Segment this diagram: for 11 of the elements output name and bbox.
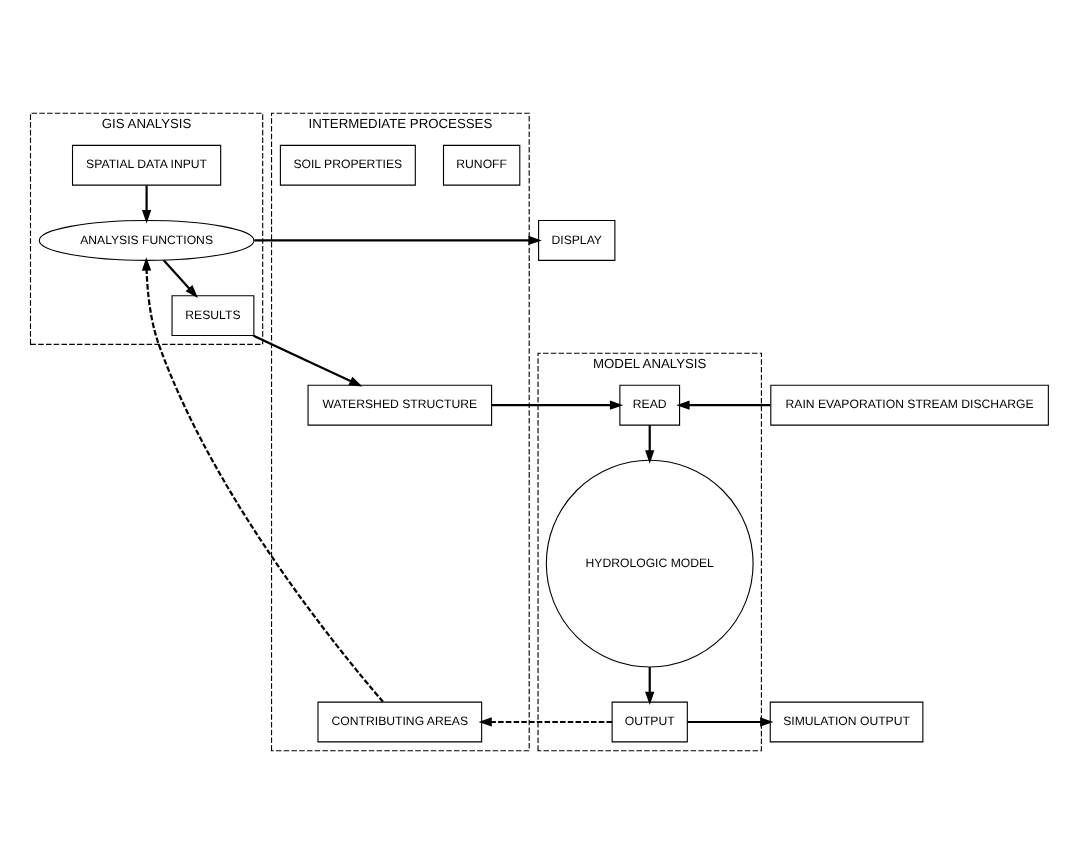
arrow <box>478 716 612 726</box>
arrow <box>687 716 774 726</box>
arrow <box>254 234 542 245</box>
arrow <box>253 333 363 386</box>
arrow <box>645 424 655 463</box>
arrow <box>492 399 624 409</box>
arrow <box>162 258 198 297</box>
arrow <box>645 666 655 705</box>
arrow <box>676 399 771 409</box>
arrow <box>141 184 152 223</box>
arrow <box>141 256 384 702</box>
